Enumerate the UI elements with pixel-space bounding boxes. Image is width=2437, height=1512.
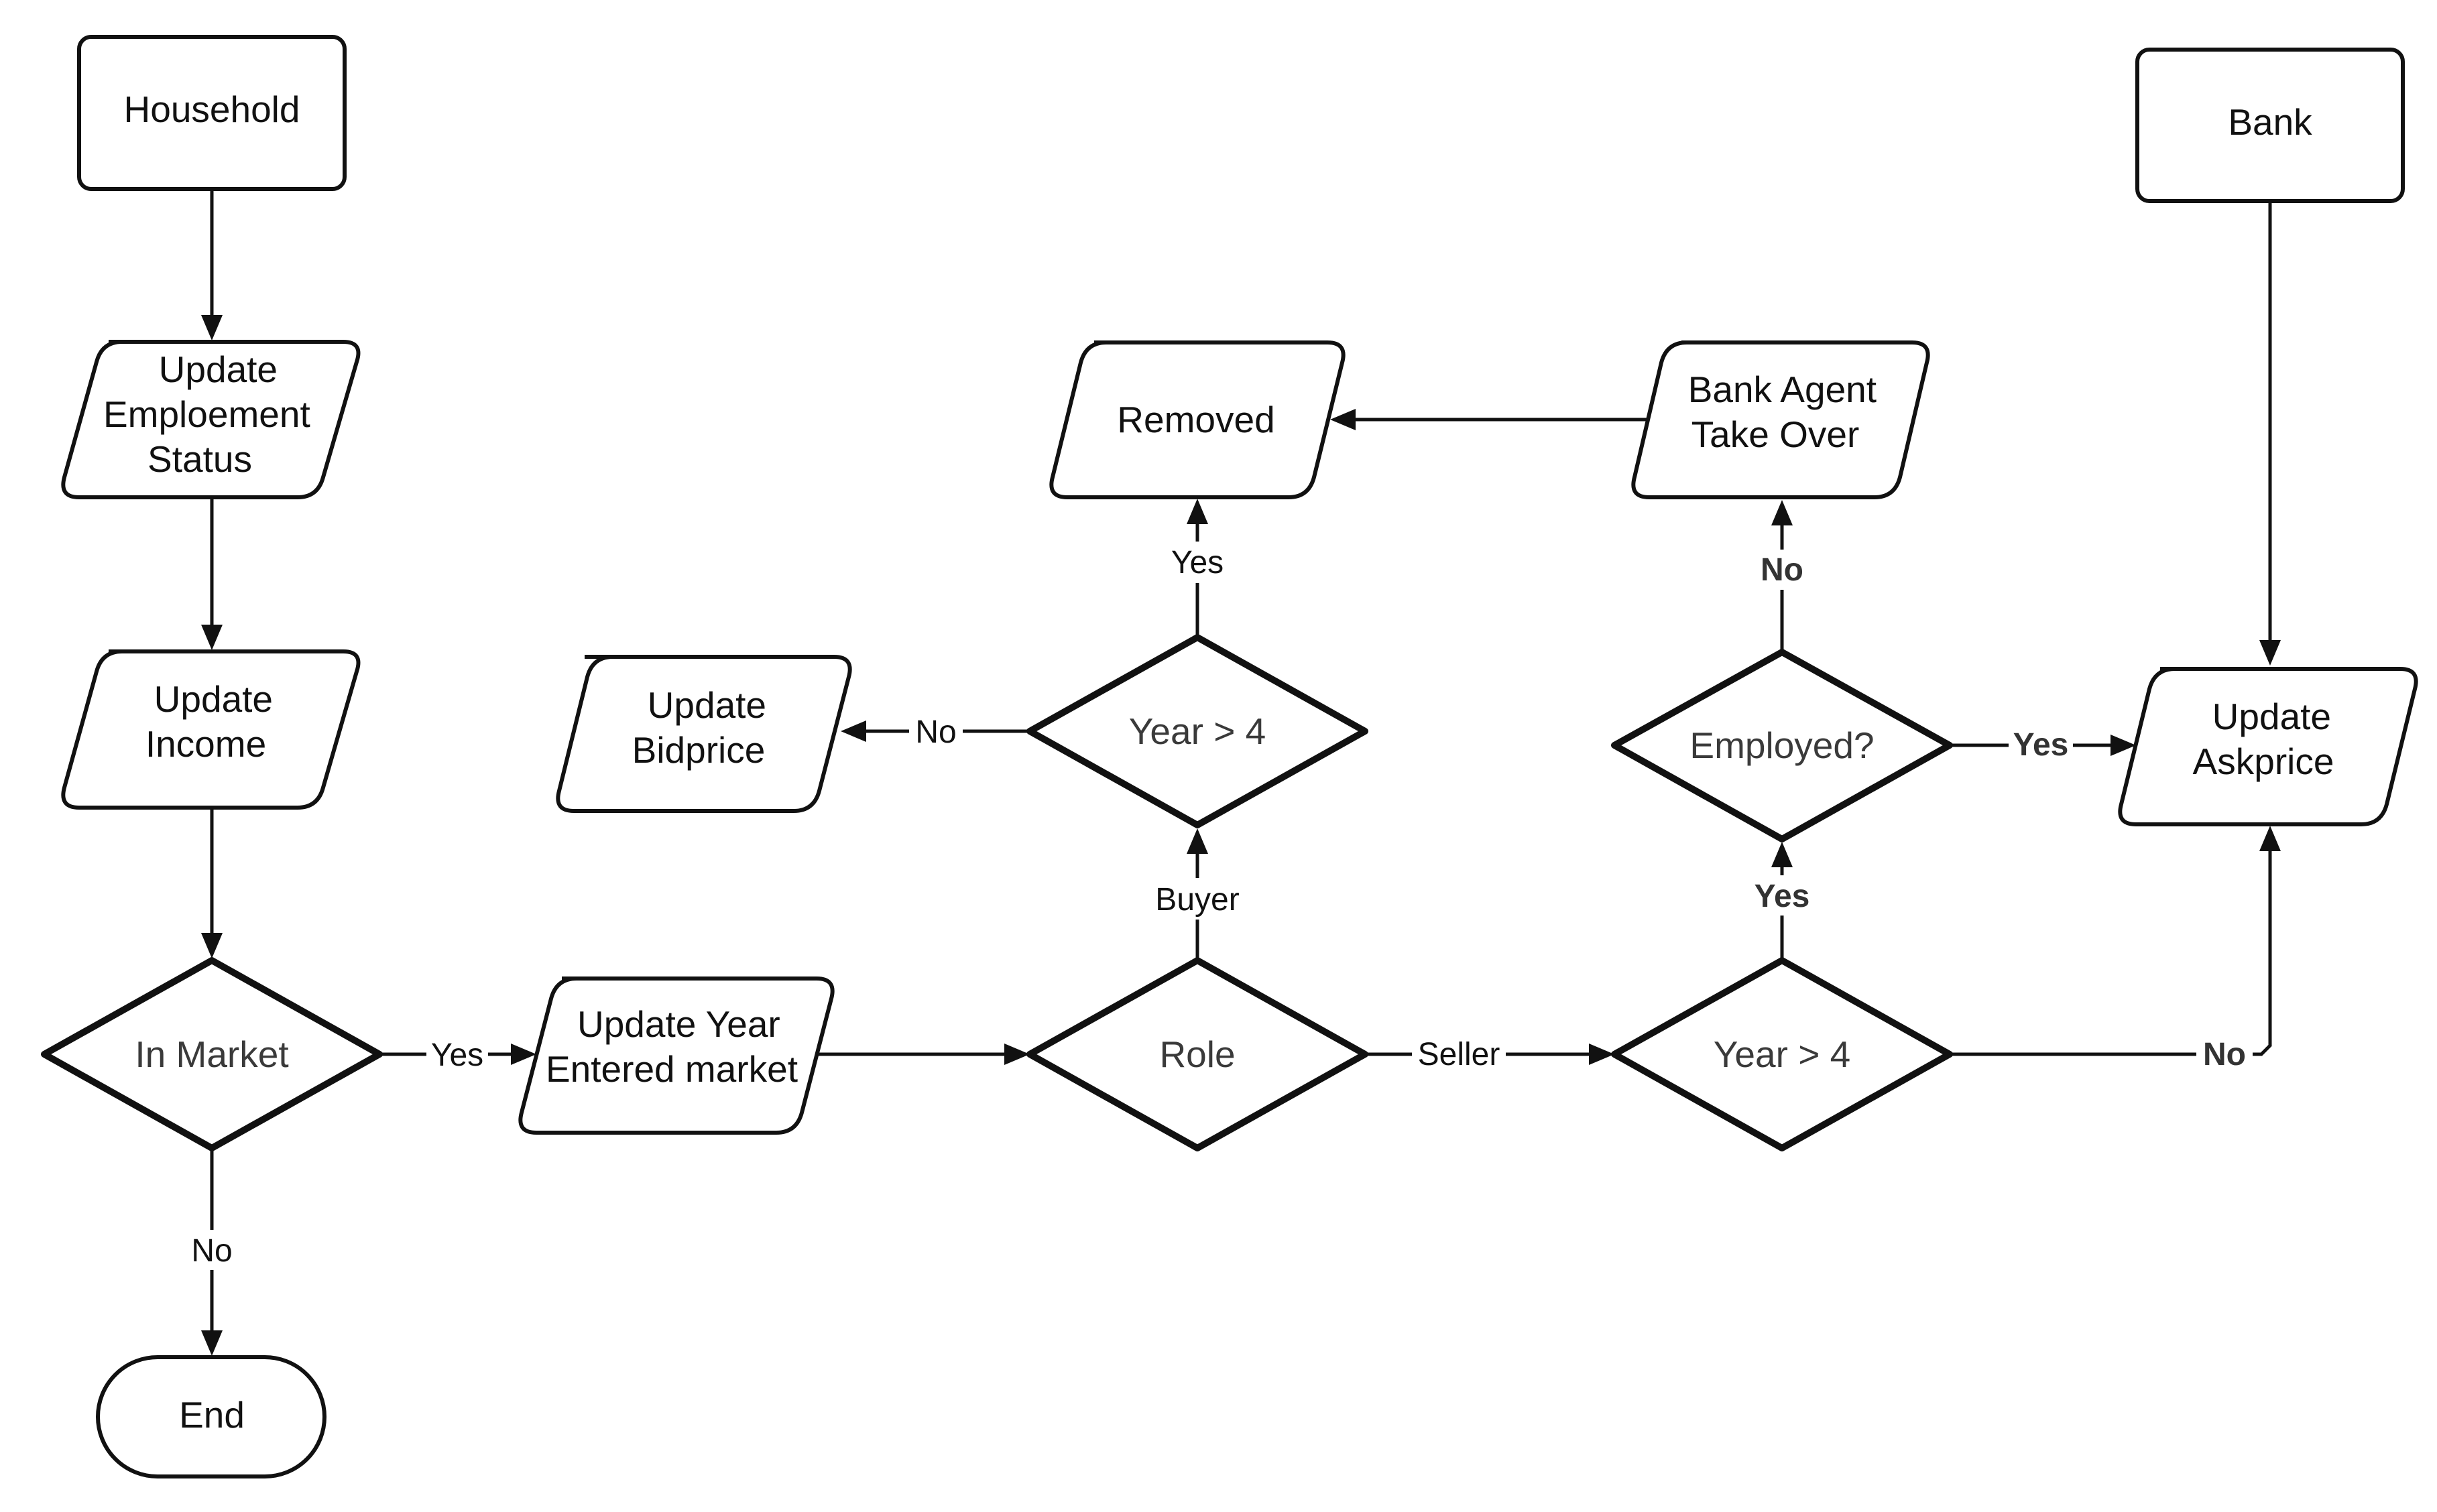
node-household[interactable]: Household — [77, 35, 347, 191]
node-update-askprice-label: Update Askprice — [2193, 696, 2342, 782]
node-employed[interactable]: Employed? — [1611, 649, 1953, 842]
node-in-market[interactable]: In Market — [41, 957, 383, 1151]
node-role[interactable]: Role — [1026, 957, 1368, 1151]
edge-label-buyeryear-no: No — [915, 714, 956, 750]
arrowhead — [201, 933, 223, 958]
edge-label-selleryear-no: No — [2203, 1037, 2246, 1072]
node-update-employment-status-label: Update Emploement Status — [103, 349, 320, 480]
arrowhead — [841, 720, 866, 742]
node-year-gt4-seller[interactable]: Year > 4 — [1611, 957, 1953, 1151]
node-end-label: End — [179, 1394, 245, 1436]
edge-label-inmarket-yes: Yes — [431, 1037, 483, 1073]
edge-label-buyeryear-yes: Yes — [1171, 545, 1224, 580]
node-update-employment-status[interactable]: Update Emploement Status — [61, 340, 361, 499]
node-update-year-entered-market-label: Update Year Entered market — [546, 1003, 798, 1090]
node-role-label: Role — [1159, 1033, 1235, 1075]
node-bank-agent-take-over-label: Bank Agent Take Over — [1688, 369, 1887, 455]
node-removed[interactable]: Removed — [1049, 340, 1346, 499]
arrowhead — [1771, 842, 1793, 867]
edge-labels: Yes No Buyer Seller Yes No Yes No Yes No — [185, 542, 2253, 1270]
node-bank[interactable]: Bank — [2135, 48, 2405, 203]
node-year-gt4-seller-label: Year > 4 — [1714, 1033, 1850, 1075]
arrowhead — [201, 315, 223, 340]
arrowhead — [1187, 499, 1208, 524]
node-update-bidprice[interactable]: Update Bidprice — [556, 655, 852, 813]
edge-label-employed-no: No — [1761, 552, 1803, 588]
arrowhead — [201, 1330, 223, 1356]
node-in-market-label: In Market — [135, 1033, 288, 1075]
arrowhead — [511, 1044, 536, 1065]
node-year-gt4-buyer[interactable]: Year > 4 — [1026, 634, 1368, 828]
edge-selleryear-to-askprice — [1950, 851, 2272, 1056]
node-bank-agent-take-over[interactable]: Bank Agent Take Over — [1631, 340, 1930, 499]
edge-label-selleryear-yes: Yes — [1755, 879, 1810, 914]
node-end[interactable]: End — [96, 1355, 326, 1478]
arrowhead — [1771, 500, 1793, 525]
node-update-askprice[interactable]: Update Askprice — [2118, 667, 2418, 826]
arrowhead — [201, 625, 223, 650]
nodes: Household Update Emploement Status Updat… — [41, 35, 2418, 1478]
node-update-income[interactable]: Update Income — [61, 649, 361, 810]
node-year-gt4-buyer-label: Year > 4 — [1129, 710, 1266, 752]
node-removed-label: Removed — [1117, 399, 1274, 440]
arrowhead — [1004, 1044, 1030, 1065]
edge-label-role-buyer: Buyer — [1155, 882, 1239, 918]
edge-label-employed-yes: Yes — [2013, 727, 2069, 763]
arrowhead — [2111, 735, 2136, 756]
arrowhead — [1589, 1044, 1614, 1065]
node-household-label: Household — [124, 88, 300, 130]
node-employed-label: Employed? — [1689, 724, 1874, 766]
edge-label-role-seller: Seller — [1418, 1037, 1500, 1072]
arrowhead — [1187, 828, 1208, 854]
edge-label-inmarket-no: No — [191, 1233, 232, 1269]
arrowhead — [2259, 640, 2281, 666]
arrowhead — [2259, 826, 2281, 851]
node-update-bidprice-label: Update Bidprice — [632, 684, 777, 771]
node-update-income-label: Update Income — [145, 678, 284, 765]
node-update-year-entered-market[interactable]: Update Year Entered market — [518, 976, 835, 1135]
node-bank-label: Bank — [2228, 101, 2312, 143]
arrowhead — [1330, 409, 1356, 430]
